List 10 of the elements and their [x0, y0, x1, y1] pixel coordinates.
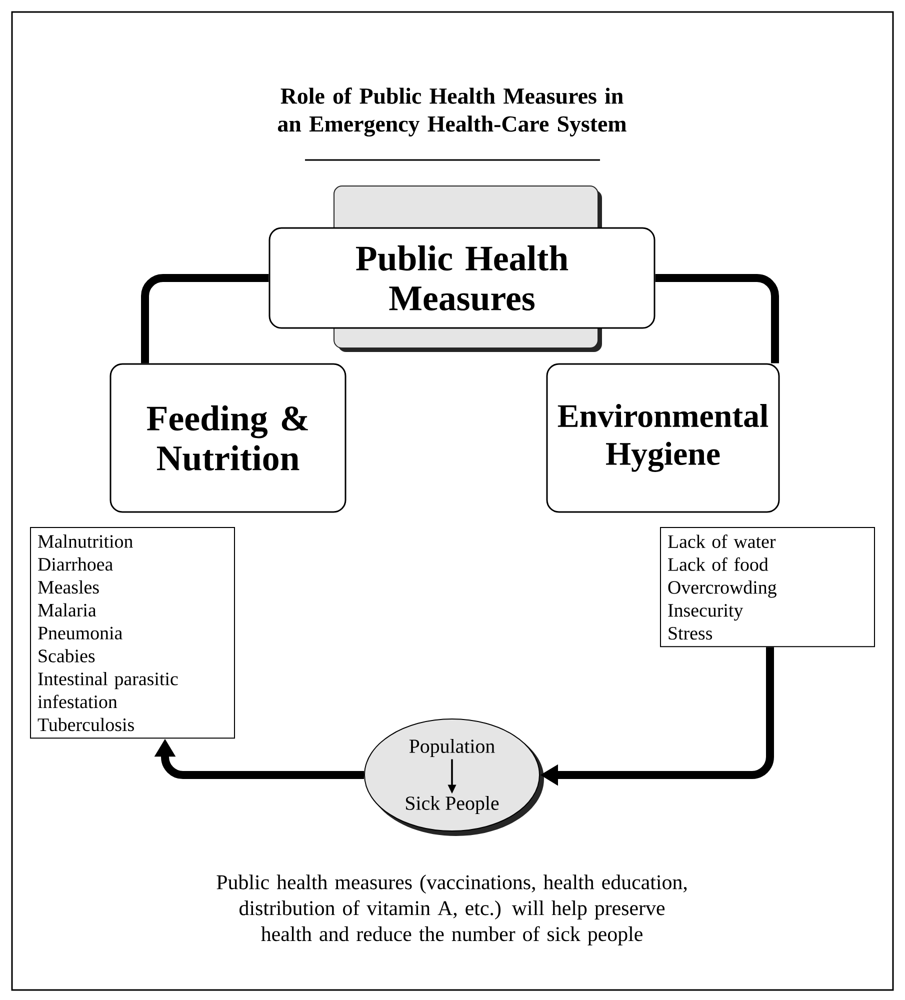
population-ellipse — [364, 718, 544, 836]
list-box: Malnutrition Diarrhoea Measles Malaria Pneumonia Scabies Intestinal parasitic infestation Tuberculosis — [30, 527, 235, 739]
heading-box: Environmental Hygiene — [546, 363, 780, 513]
node-label: Sick People — [406, 796, 499, 814]
list-box: Lack of water Lack of food Overcrowding Insecurity Stress — [660, 527, 875, 648]
title: Role of Public Health Measures in an Emergency Health-Care System — [278, 87, 626, 137]
node-label: Population — [409, 738, 495, 758]
caption: Public health measures (vaccinations, health education, distribution of vitamin A, etc.) will help preserve health and reduce the number of sick people — [216, 874, 687, 946]
heading-box: Public Health Measures — [268, 227, 656, 329]
heading-box: Feeding & Nutrition — [110, 363, 346, 513]
